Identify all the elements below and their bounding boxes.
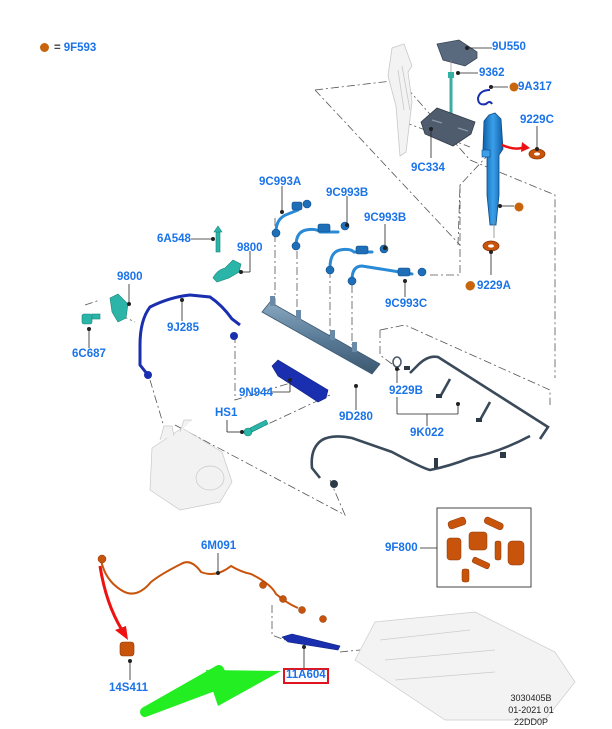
hose-fitting xyxy=(230,332,238,340)
part-9800-bracket-left xyxy=(109,293,129,323)
label-9A317[interactable]: 9A317 xyxy=(518,81,552,93)
red-arrowhead xyxy=(115,626,128,640)
label-9229B[interactable]: 9229B xyxy=(389,385,423,397)
fuel-line-fittings xyxy=(271,199,427,286)
label-9D280[interactable]: 9D280 xyxy=(339,411,373,423)
ghost-injector-illustration xyxy=(387,43,413,157)
label-9N944[interactable]: 9N944 xyxy=(239,387,273,399)
legend-code[interactable]: 9F593 xyxy=(63,42,97,54)
reference-date: 01-2021 01 xyxy=(508,705,554,715)
label-11A604-highlighted[interactable]: 11A604 xyxy=(283,668,329,684)
part-9C334-clamp xyxy=(420,107,476,147)
part-9F800-seal-kit xyxy=(436,507,532,588)
green-pointer-arrow xyxy=(140,665,281,717)
red-callout-arrow-14S411 xyxy=(98,565,124,631)
reference-variant: 22DD0P xyxy=(513,717,549,727)
red-arrowhead xyxy=(521,142,530,152)
part-14S411-connector xyxy=(119,641,135,657)
seal-hole xyxy=(488,244,494,248)
part-11A604-glow-plug xyxy=(281,633,341,651)
label-leaders xyxy=(87,46,540,680)
label-9C993A[interactable]: 9C993A xyxy=(259,176,302,188)
part-6M091-harness xyxy=(100,559,299,609)
label-9229C[interactable]: 9229C xyxy=(520,114,554,126)
label-9F800[interactable]: 9F800 xyxy=(385,542,418,554)
part-6A548-sensor xyxy=(213,225,223,253)
legend-equals: = xyxy=(54,42,61,54)
ghost-fuel-pump-illustration xyxy=(149,419,233,511)
part-9U550-plate xyxy=(436,39,478,67)
label-6M091[interactable]: 6M091 xyxy=(201,540,237,552)
part-9800-bracket-upper xyxy=(212,259,242,283)
label-9J285[interactable]: 9J285 xyxy=(167,322,199,334)
part-HS1-bolt xyxy=(243,419,269,437)
label-9C993B-lower[interactable]: 9C993B xyxy=(364,212,407,224)
part-9N944-bracket xyxy=(271,359,329,403)
diagram-reference: 3030405B 01-2021 01 22DD0P xyxy=(495,692,567,728)
label-HS1[interactable]: HS1 xyxy=(215,407,238,419)
label-14S411[interactable]: 14S411 xyxy=(109,682,149,694)
label-6A548[interactable]: 6A548 xyxy=(157,233,191,245)
label-9362[interactable]: 9362 xyxy=(479,67,505,79)
legend: =9F593 xyxy=(40,42,96,54)
ghost-cylinder-head-illustration xyxy=(354,611,576,721)
harness-connectors xyxy=(97,554,327,623)
part-9D280-fuel-rail xyxy=(261,296,381,375)
label-9C993C[interactable]: 9C993C xyxy=(385,298,428,310)
red-callout-arrow-9229C xyxy=(501,143,525,150)
part-injector xyxy=(481,112,504,238)
part-9K022-clips xyxy=(330,366,506,488)
part-9229B-seal xyxy=(392,356,402,368)
hose-fitting xyxy=(144,371,152,379)
label-6C687[interactable]: 6C687 xyxy=(72,348,106,360)
label-9800-upper[interactable]: 9800 xyxy=(237,242,263,254)
label-9C993B-upper[interactable]: 9C993B xyxy=(326,187,369,199)
label-9K022[interactable]: 9K022 xyxy=(410,427,444,439)
label-9U550[interactable]: 9U550 xyxy=(492,41,526,53)
part-6C687-bolt xyxy=(81,313,101,325)
label-9800-left[interactable]: 9800 xyxy=(117,271,143,283)
part-9J285-hose xyxy=(138,293,241,376)
part-9A317-wire xyxy=(476,89,493,106)
part-9K022-return-line xyxy=(310,355,550,479)
seal-hole xyxy=(534,152,540,156)
orange-dot-icon xyxy=(40,43,49,52)
orange-dot-icon xyxy=(466,281,475,290)
label-9229A[interactable]: 9229A xyxy=(466,280,511,293)
label-9229A-text: 9229A xyxy=(477,280,511,292)
reference-code: 3030405B xyxy=(510,693,552,703)
label-9C334[interactable]: 9C334 xyxy=(411,162,445,174)
